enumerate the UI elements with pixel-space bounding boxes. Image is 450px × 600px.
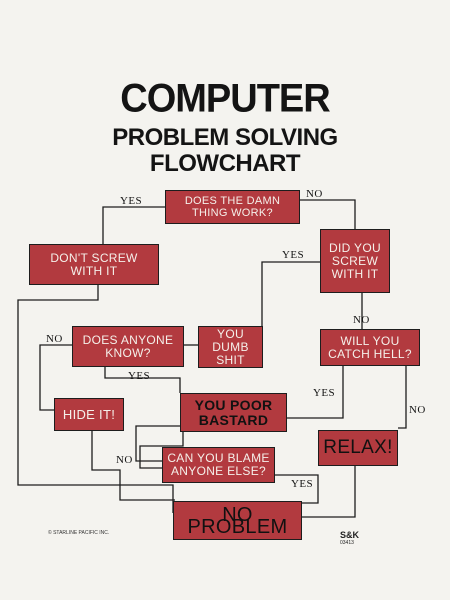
node-does-anyone-know: DOES ANYONE KNOW? bbox=[72, 326, 184, 367]
label-screw-no: NO bbox=[353, 314, 370, 326]
edge-blame-yes bbox=[275, 474, 319, 504]
node-did-you-screw: DID YOU SCREW WITH IT bbox=[320, 229, 390, 293]
edge-blame-no bbox=[135, 425, 180, 462]
label-know-no: NO bbox=[46, 333, 63, 345]
title-flowchart: FLOWCHART bbox=[149, 150, 301, 177]
label-know-yes: YES bbox=[128, 370, 150, 382]
copyright-text: © STARLINE PACIFIC INC. bbox=[48, 530, 110, 536]
label-work-no: NO bbox=[306, 188, 323, 200]
label-blame-yes: YES bbox=[291, 478, 313, 490]
label-blame-no: NO bbox=[116, 454, 133, 466]
node-hide-it: HIDE IT! bbox=[54, 398, 124, 431]
edge-work-yes bbox=[102, 206, 165, 244]
edge-screw-yes bbox=[261, 261, 320, 326]
edge-relax-noproblem bbox=[302, 466, 356, 518]
node-you-poor: YOU POOR BASTARD bbox=[180, 393, 287, 432]
node-dont-screw: DON'T SCREW WITH IT bbox=[29, 244, 159, 285]
edge-know-yes bbox=[104, 367, 181, 393]
label-hell-no: NO bbox=[409, 404, 426, 416]
label-hell-yes: YES bbox=[313, 387, 335, 399]
signature-mark: S&K bbox=[340, 530, 360, 540]
artist-signature: S&K 03413 bbox=[340, 531, 359, 547]
node-does-it-work: DOES THE DAMN THING WORK? bbox=[165, 190, 300, 224]
node-catch-hell: WILL YOU CATCH HELL? bbox=[320, 329, 420, 366]
node-no-problem: NO PROBLEM bbox=[173, 501, 302, 540]
edge-hide-noproblem bbox=[91, 431, 175, 501]
label-work-yes: YES bbox=[120, 195, 142, 207]
edge-dontscrew-noproblem bbox=[17, 285, 174, 513]
label-screw-yes: YES bbox=[282, 249, 304, 261]
design-code: 03413 bbox=[340, 540, 354, 546]
edge-poor-blame bbox=[139, 432, 184, 469]
edge-hell-no bbox=[398, 366, 407, 429]
title-computer: COMPUTER bbox=[120, 76, 330, 122]
edge-know-no bbox=[39, 344, 72, 411]
edge-hell-yes bbox=[287, 366, 344, 419]
title-problem-solving: PROBLEM SOLVING bbox=[112, 124, 338, 151]
node-relax: RELAX! bbox=[318, 430, 398, 466]
edge-work-no bbox=[300, 199, 356, 229]
node-blame: CAN YOU BLAME ANYONE ELSE? bbox=[162, 447, 275, 483]
node-you-dumb: YOU DUMB SHIT bbox=[198, 326, 263, 368]
